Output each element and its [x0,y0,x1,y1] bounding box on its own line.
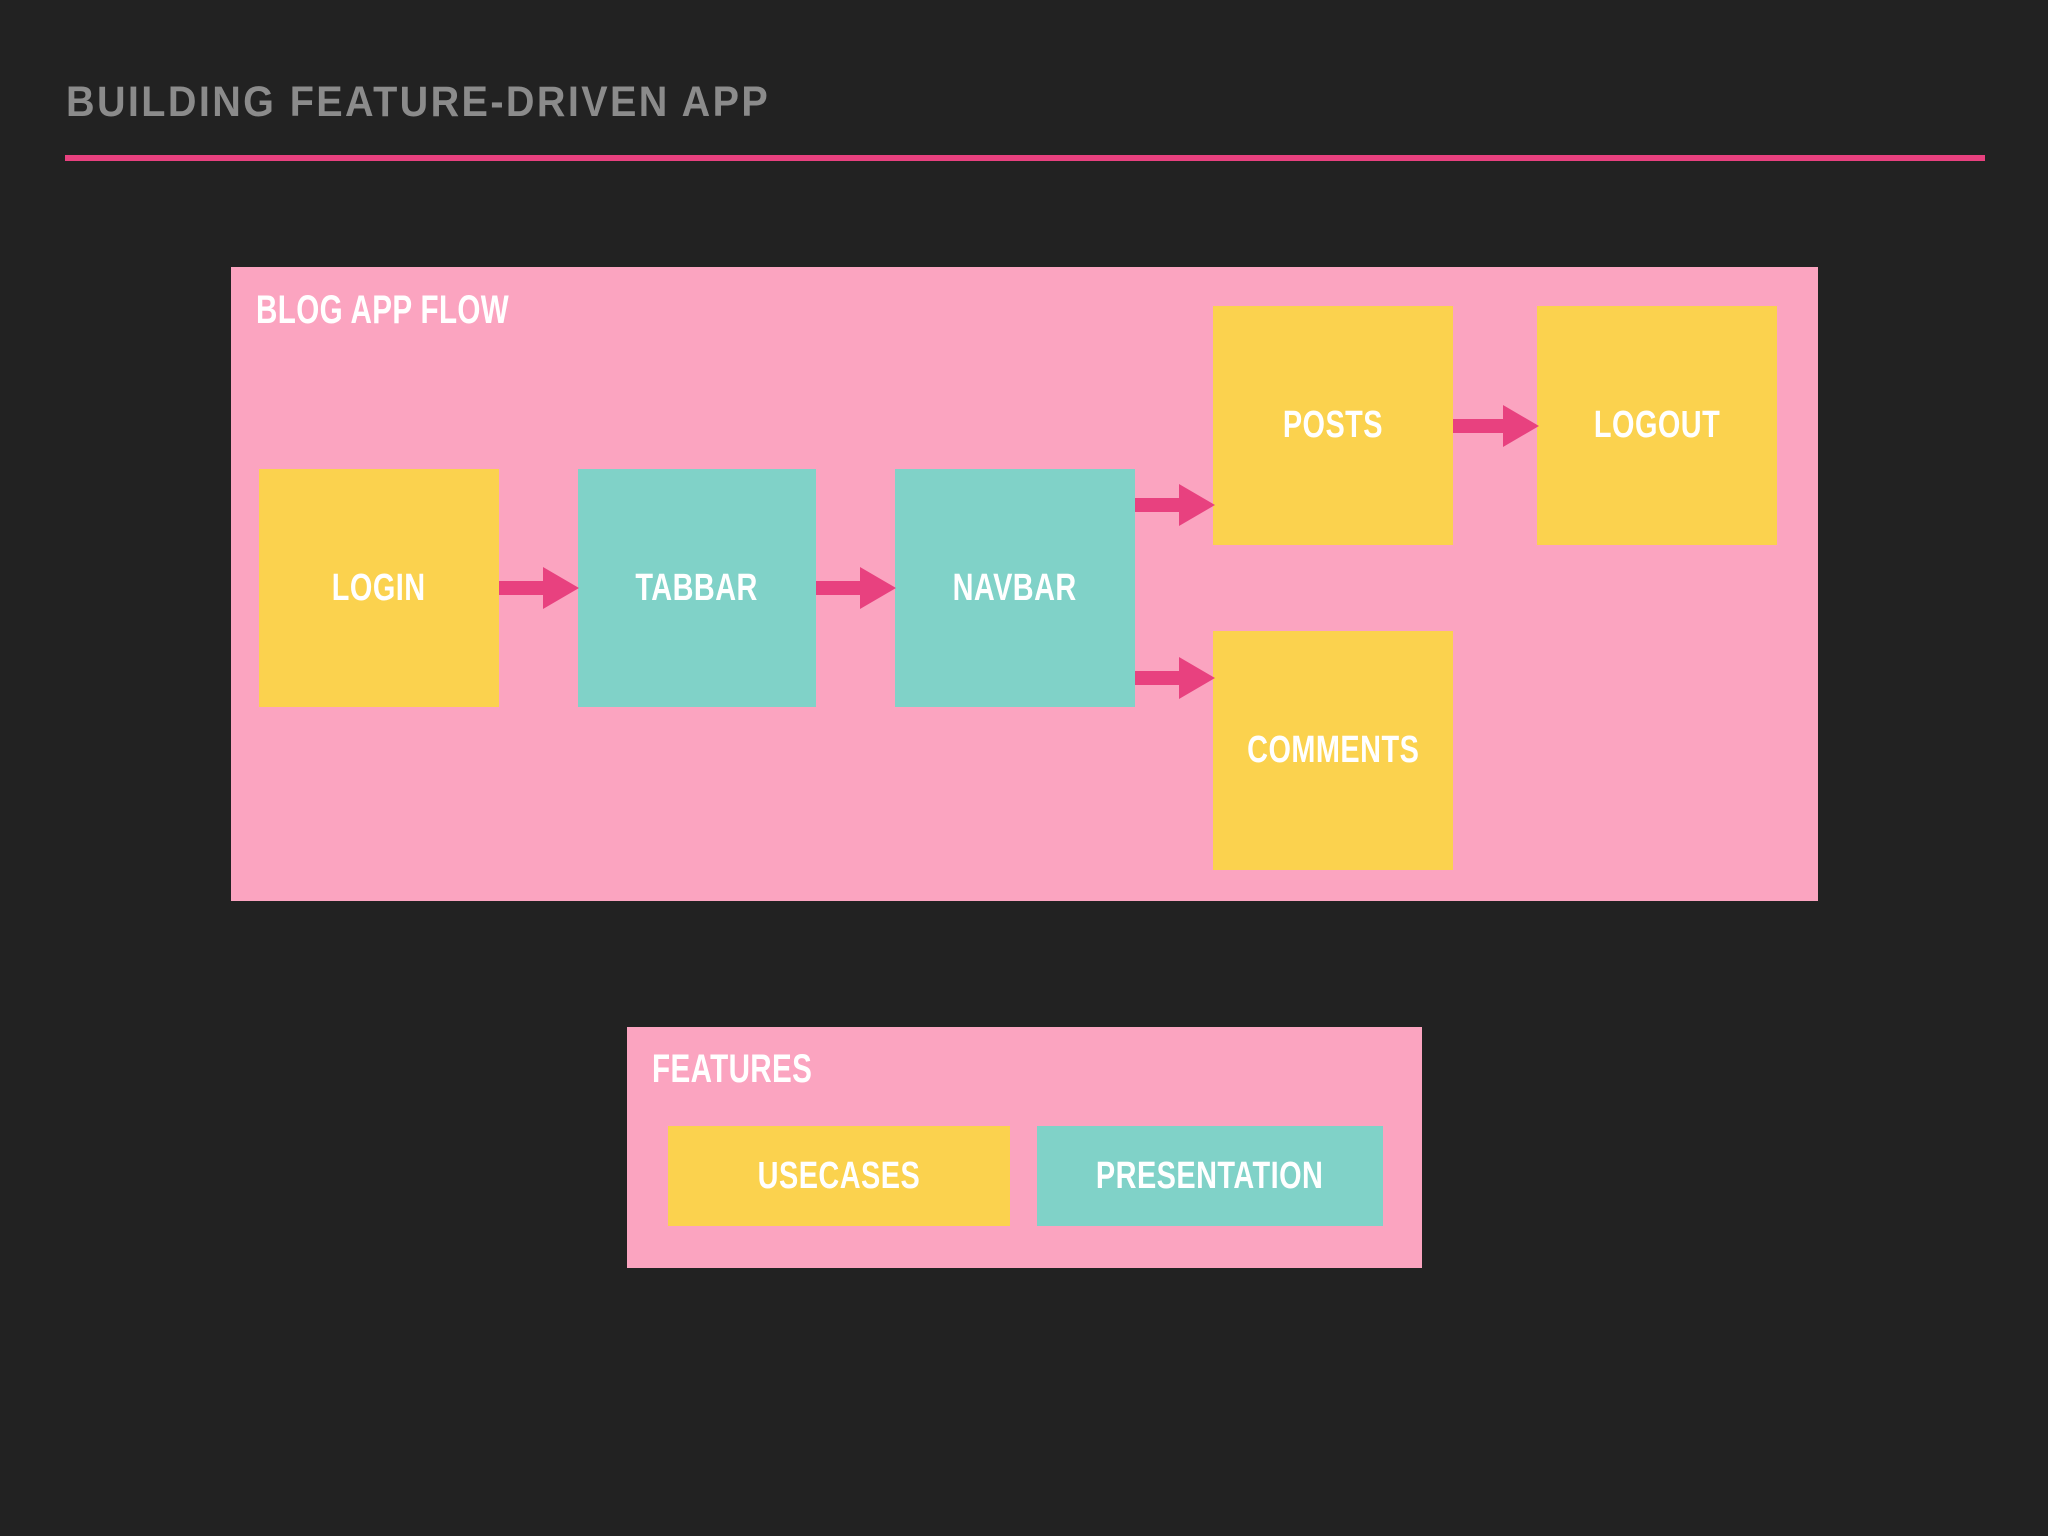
title-underline-rule [65,155,1985,161]
flow-node-login-label: LOGIN [332,566,426,609]
feature-chip-presentation-label: PRESENTATION [1096,1154,1324,1197]
feature-chip-usecases[interactable]: USECASES [668,1126,1010,1226]
feature-chip-usecases-label: USECASES [757,1154,921,1197]
flow-node-logout[interactable]: LOGOUT [1537,306,1777,545]
flow-node-tabbar-label: TABBAR [635,566,759,609]
page-title: BUILDING FEATURE-DRIVEN APP [66,78,771,126]
flow-node-posts[interactable]: POSTS [1213,306,1453,545]
feature-chip-presentation[interactable]: PRESENTATION [1037,1126,1383,1226]
flow-node-login[interactable]: LOGIN [259,469,499,707]
flow-node-comments[interactable]: COMMENTS [1213,631,1453,870]
flow-node-logout-label: LOGOUT [1593,404,1721,446]
flow-node-comments-label: COMMENTS [1246,729,1420,771]
flow-node-navbar-label: NAVBAR [952,566,1078,609]
arrow-right-icon-navbar-to-posts [1135,481,1215,529]
flow-node-posts-label: POSTS [1282,404,1384,446]
arrow-right-icon-posts-to-logout [1453,402,1539,450]
flow-node-tabbar[interactable]: TABBAR [578,469,816,707]
arrow-right-icon-login-to-tabbar [499,564,579,612]
blog-app-flow-panel-label: BLOG APP FLOW [256,288,510,332]
features-panel-label: FEATURES [652,1047,813,1091]
flow-node-navbar[interactable]: NAVBAR [895,469,1135,707]
arrow-right-icon-tabbar-to-navbar [816,564,896,612]
arrow-right-icon-navbar-to-comments [1135,654,1215,702]
